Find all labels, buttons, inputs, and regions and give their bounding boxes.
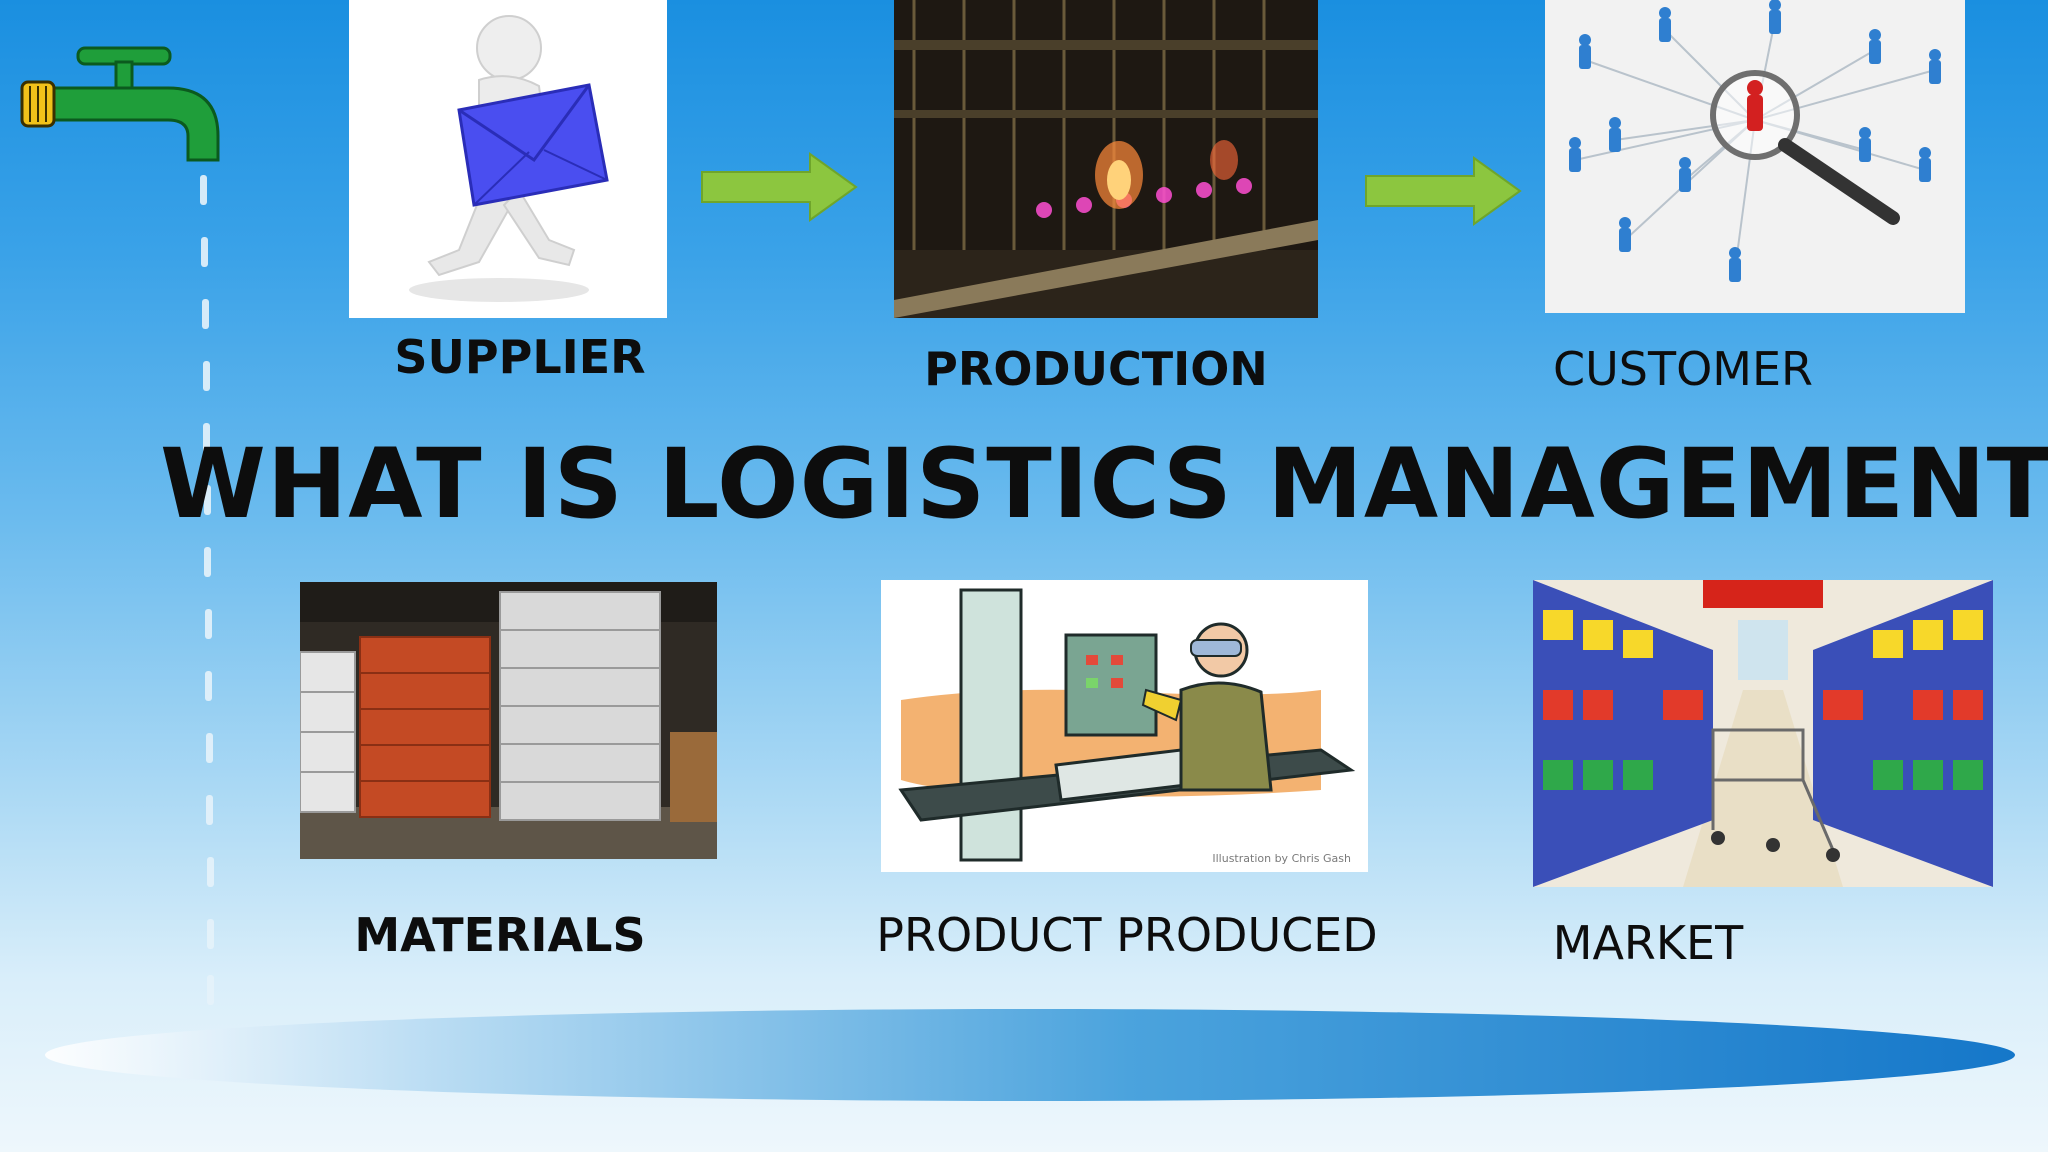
page-title: WHAT IS LOGISTICS MANAGEMENT ? — [160, 428, 2048, 540]
production-image — [894, 0, 1318, 318]
supplier-label: SUPPLIER — [394, 330, 646, 384]
title-text: WHAT IS LOGISTICS MANAGEMENT — [160, 428, 2048, 540]
customer-label: CUSTOMER — [1552, 342, 1814, 396]
product-produced-label: PRODUCT PRODUCED — [876, 908, 1378, 962]
market-image — [1533, 580, 1993, 887]
green-arrow-icon — [1365, 156, 1522, 226]
market-label: MARKET — [1552, 916, 1744, 970]
supplier-image — [349, 0, 667, 318]
production-label: PRODUCTION — [924, 342, 1268, 396]
illustration-credit: Illustration by Chris Gash — [1212, 852, 1351, 865]
decorative-ellipse — [45, 1009, 2015, 1101]
product-produced-image: Illustration by Chris Gash — [881, 580, 1368, 872]
customer-image — [1545, 0, 1965, 313]
green-arrow-icon — [701, 152, 858, 222]
materials-image — [300, 582, 717, 859]
materials-label: MATERIALS — [354, 908, 646, 962]
water-faucet-icon — [20, 46, 220, 162]
water-drip-line — [200, 175, 214, 1005]
